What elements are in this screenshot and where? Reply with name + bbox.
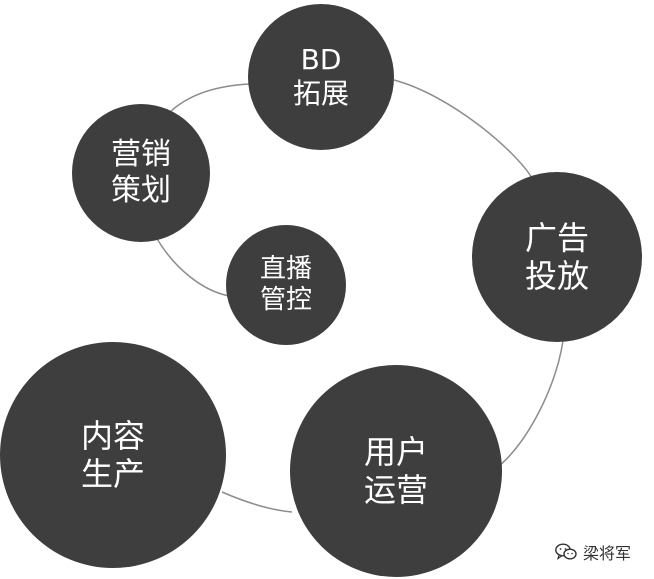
node-content-production-line2: 生产 [80,455,145,493]
author-watermark: 梁将军 [555,540,631,564]
node-user-operations-line2: 运营 [363,471,428,509]
wechat-icon [555,543,577,561]
link-bd-yingxiao [169,83,251,113]
node-bd-expansion: BD 拓展 [248,4,394,150]
node-bd-expansion-line2: 拓展 [292,77,349,110]
node-livestream-control-line1: 直播 [259,253,312,284]
node-marketing-planning: 营销 策划 [72,104,210,242]
node-content-production: 内容 生产 [0,342,226,568]
node-marketing-planning-line1: 营销 [111,137,171,172]
node-livestream-control: 直播 管控 [226,225,346,345]
watermark-text: 梁将军 [583,544,632,563]
node-ad-placement-line2: 投放 [524,257,589,295]
node-marketing-planning-line2: 策划 [111,173,171,208]
node-content-production-line1: 内容 [80,416,145,455]
link-yonghu-neirong [221,491,293,513]
node-livestream-control-line2: 管控 [259,285,312,315]
link-yingxiao-zhibo [155,236,231,297]
link-bd-guanggao [393,79,533,179]
node-user-operations-line1: 用户 [363,432,428,471]
node-ad-placement-line1: 广告 [524,218,589,257]
node-user-operations: 用户 运营 [290,365,502,577]
link-guanggao-yonghu [496,340,564,469]
node-bd-expansion-line1: BD [300,43,342,77]
node-ad-placement: 广告 投放 [472,172,642,342]
